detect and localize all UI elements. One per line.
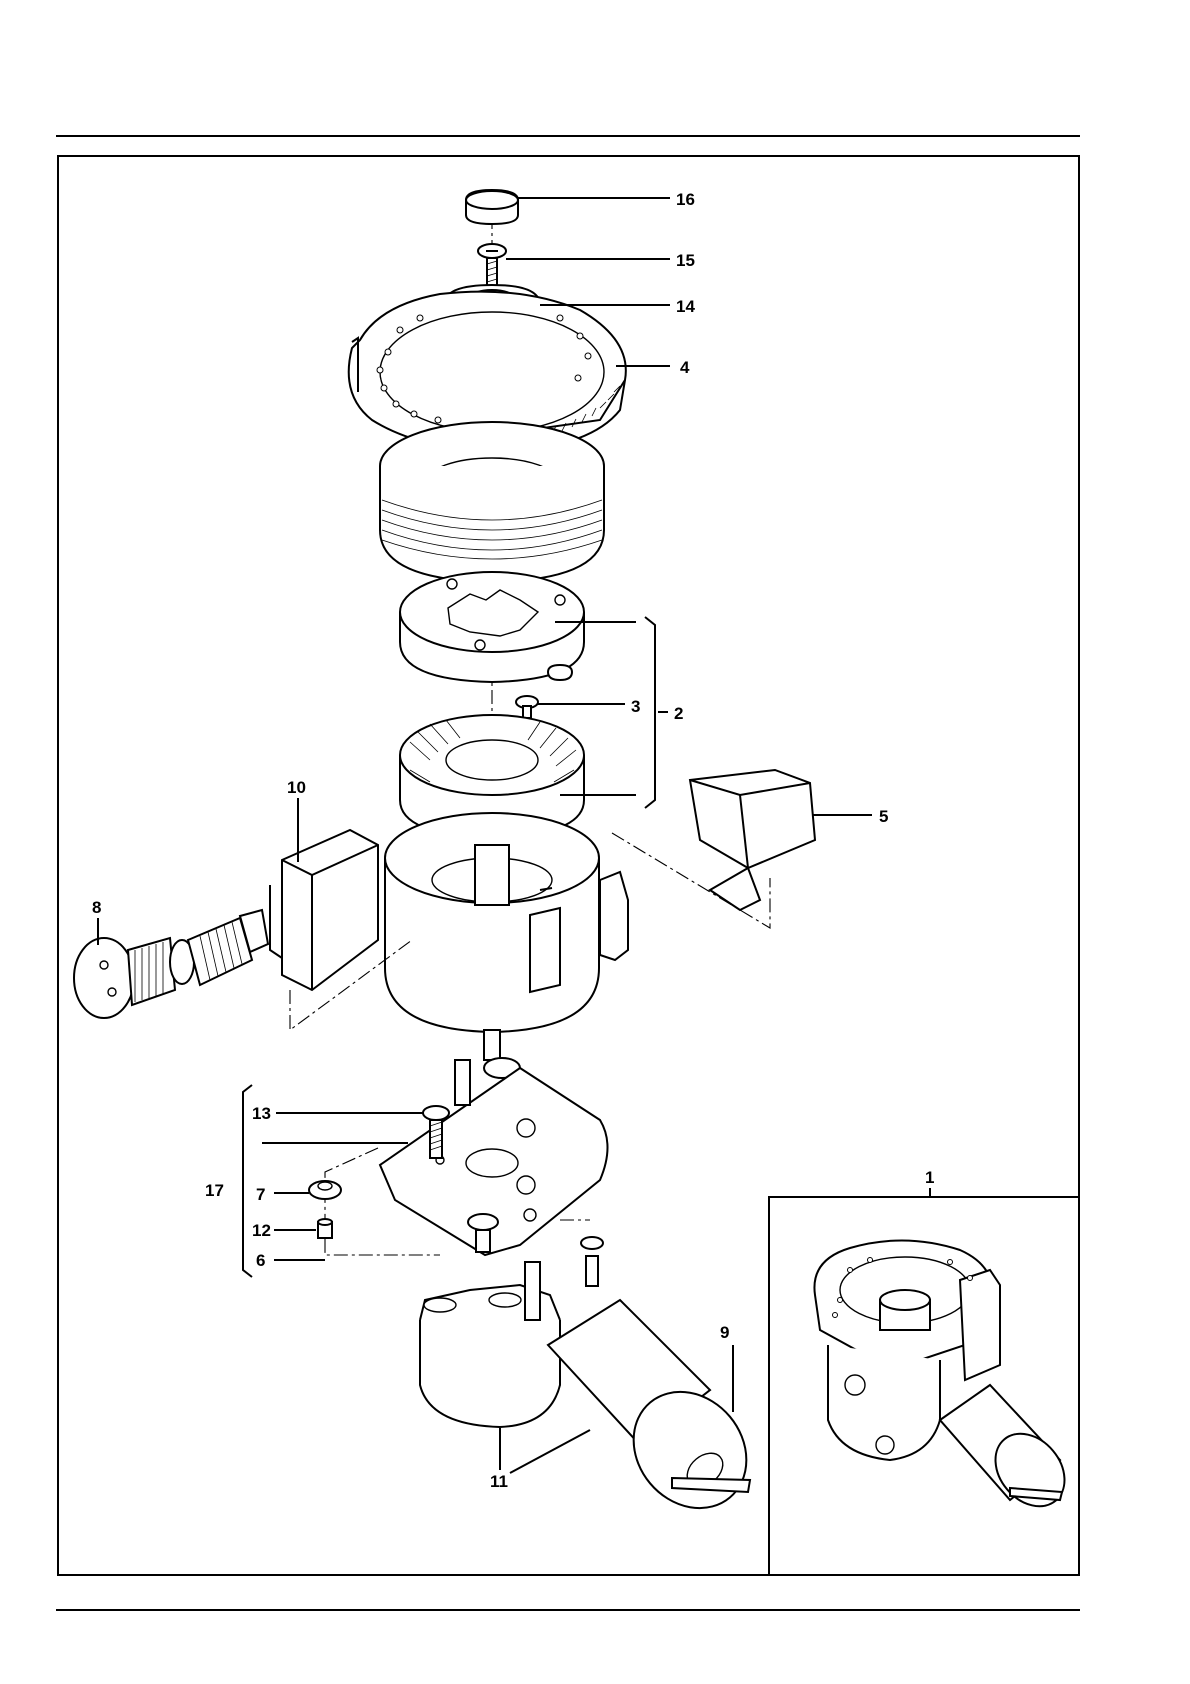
- upper-burr-carrier: [400, 572, 584, 682]
- callout-7: 7: [256, 1185, 265, 1204]
- callout-5: 5: [879, 807, 888, 826]
- part-11-gearbox: [420, 1262, 560, 1427]
- callout-3: 3: [631, 697, 640, 716]
- callout-11: 11: [490, 1472, 508, 1491]
- part-9-motor: [548, 1300, 770, 1531]
- callout-16: 16: [676, 190, 695, 209]
- callout-2: 2: [674, 704, 683, 723]
- callout-9: 9: [720, 1323, 729, 1342]
- threaded-collar: [380, 422, 604, 582]
- grinding-housing: [385, 813, 628, 1032]
- callout-8: 8: [92, 898, 101, 917]
- bracket-17: [243, 1085, 252, 1277]
- bracket-2: [645, 617, 655, 808]
- callout-15: 15: [676, 251, 695, 270]
- callout-17: 17: [205, 1181, 224, 1200]
- part-10-block: [270, 830, 378, 990]
- assembled-grinder-view: [814, 1240, 1078, 1519]
- callout-6: 6: [256, 1251, 265, 1270]
- callout-4: 4: [680, 358, 690, 377]
- callout-13: 13: [252, 1104, 271, 1123]
- part-5-chute: [690, 770, 815, 910]
- callout-10: 10: [287, 778, 306, 797]
- callout-1: 1: [925, 1168, 934, 1187]
- right-plate-screw: [581, 1237, 603, 1286]
- part-7-washer: [309, 1181, 341, 1199]
- callout-14: 14: [676, 297, 695, 316]
- part-16-cap: [466, 190, 518, 224]
- part-12-sleeve: [318, 1219, 332, 1238]
- callout-12: 12: [252, 1221, 271, 1240]
- part-8-worm-knob: [74, 910, 268, 1018]
